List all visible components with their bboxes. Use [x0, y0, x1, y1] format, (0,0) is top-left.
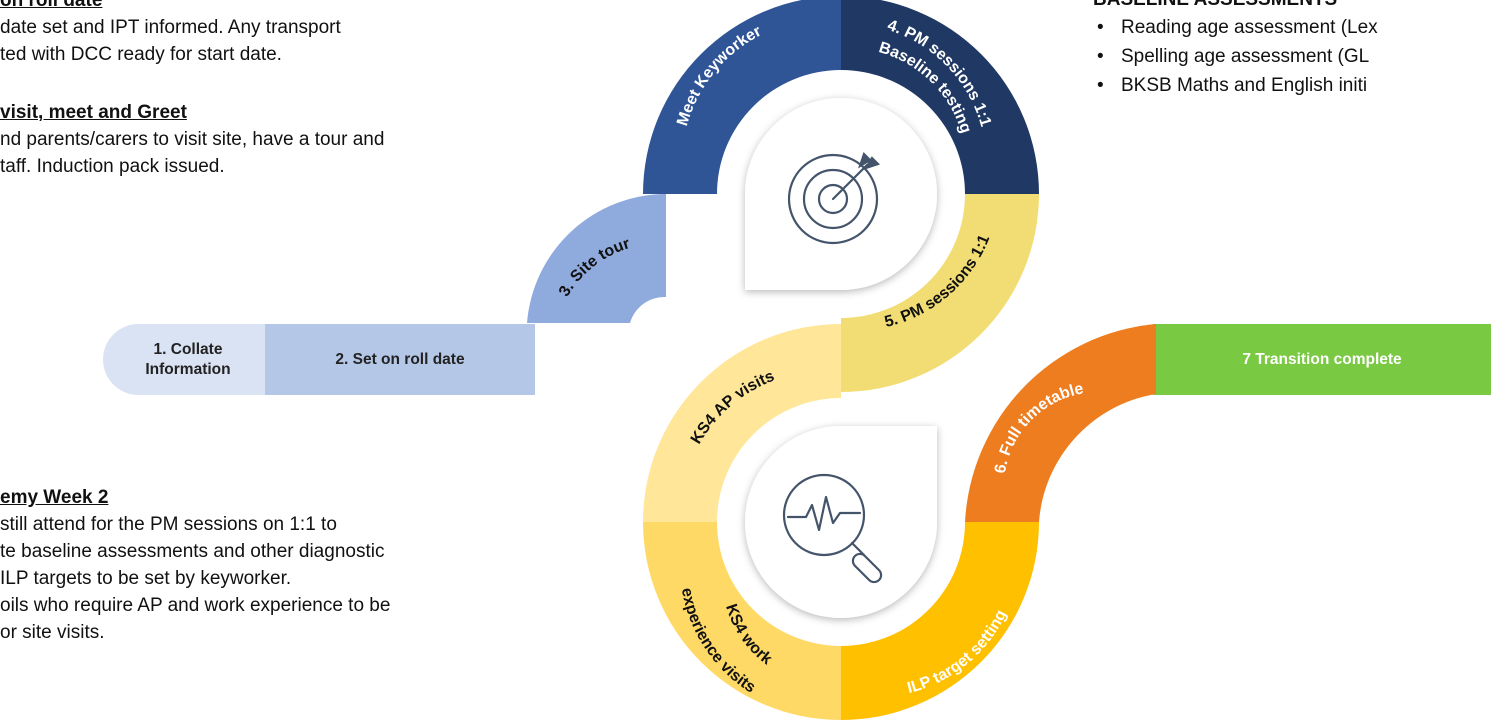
on-roll-note: on roll date date set and IPT informed. …: [0, 0, 341, 68]
segment-ilp-target-setting: [841, 522, 1039, 720]
week2-note: emy Week 2 still attend for the PM sessi…: [0, 484, 390, 646]
week2-line: or site visits.: [0, 622, 105, 643]
step-collate-information: 1. Collate Information: [103, 324, 273, 395]
segment-pm-baseline: [841, 0, 1039, 194]
baseline-item: BKSB Maths and English initi: [1093, 71, 1378, 100]
week2-heading: emy Week 2: [0, 487, 109, 508]
bottom-center-badge: [745, 426, 937, 618]
week2-line: te baseline assessments and other diagno…: [0, 541, 385, 562]
segment-pm-sessions-5: [841, 194, 1039, 392]
segment-ks4-work-experience: [643, 522, 841, 720]
on-roll-heading: on roll date: [0, 0, 103, 11]
week2-line: oils who require AP and work experience …: [0, 595, 391, 616]
target-icon: [787, 151, 881, 245]
week2-line: still attend for the PM sessions on 1:1 …: [0, 514, 337, 535]
on-roll-line: date set and IPT informed. Any transport: [0, 17, 341, 38]
baseline-heading: BASELINE ASSESSMENTS: [1093, 0, 1378, 13]
on-roll-line: ted with DCC ready for start date.: [0, 44, 282, 65]
step-transition-complete: 7 Transition complete: [1153, 324, 1491, 395]
segment-site-tour: [527, 194, 666, 323]
segment-full-timetable: [965, 324, 1156, 522]
baseline-assessments: BASELINE ASSESSMENTS Reading age assessm…: [1093, 0, 1378, 100]
segment-ks4-ap-visits: [643, 324, 841, 522]
visit-heading: visit, meet and Greet: [0, 102, 187, 123]
baseline-item: Spelling age assessment (GL: [1093, 42, 1378, 71]
step-transition-label: 7 Transition complete: [1242, 350, 1402, 368]
visit-line: nd parents/carers to visit site, have a …: [0, 129, 385, 150]
step-collate-label: 1. Collate Information: [145, 340, 231, 378]
baseline-list: Reading age assessment (Lex Spelling age…: [1093, 13, 1378, 100]
visit-note: visit, meet and Greet nd parents/carers …: [0, 99, 384, 180]
segment-meet-keyworker: [643, 0, 841, 194]
week2-line: ILP targets to be set by keyworker.: [0, 568, 292, 589]
visit-line: taff. Induction pack issued.: [0, 156, 225, 177]
top-center-badge: [745, 98, 937, 290]
baseline-item: Reading age assessment (Lex: [1093, 13, 1378, 42]
analytics-magnifier-icon: [782, 473, 883, 584]
step-set-on-roll-date: 2. Set on roll date: [265, 324, 535, 395]
step-set-on-roll-label: 2. Set on roll date: [335, 350, 465, 368]
